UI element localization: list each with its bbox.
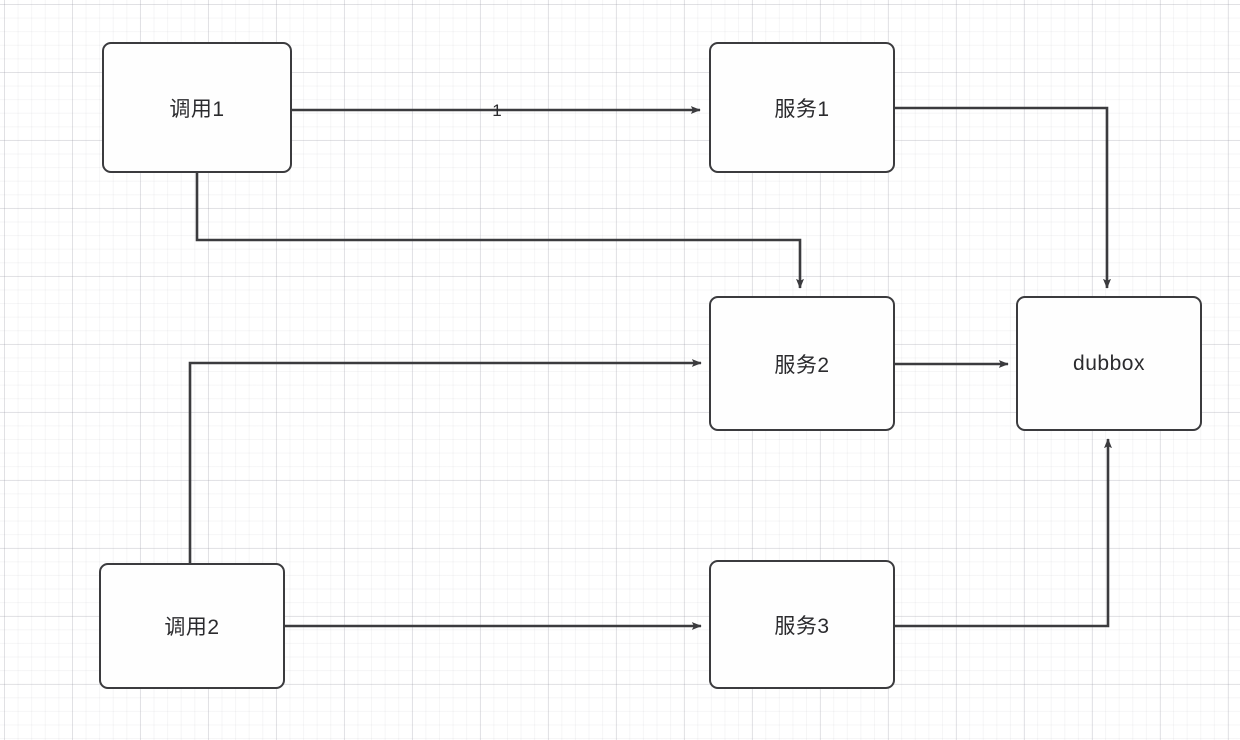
node-caller1[interactable]: 调用1 bbox=[102, 42, 292, 173]
edge-caller1-to-service2 bbox=[195, 173, 804, 289]
node-service1[interactable]: 服务1 bbox=[709, 42, 895, 173]
node-dubbox-label: dubbox bbox=[1073, 351, 1145, 375]
edge-label-caller1-to-service1: 1 bbox=[492, 101, 502, 120]
node-caller1-label: 调用1 bbox=[169, 97, 225, 121]
node-service2[interactable]: 服务2 bbox=[709, 296, 895, 431]
node-caller2-label: 调用2 bbox=[164, 616, 220, 639]
node-service3-label: 服务3 bbox=[774, 614, 830, 638]
node-dubbox[interactable]: dubbox bbox=[1016, 296, 1202, 431]
node-service1-label: 服务1 bbox=[774, 97, 830, 121]
node-service3[interactable]: 服务3 bbox=[709, 560, 895, 689]
edge-caller2-to-service2 bbox=[188, 359, 702, 563]
edge-service1-to-dubbox bbox=[895, 106, 1111, 289]
node-caller2[interactable]: 调用2 bbox=[99, 563, 285, 689]
node-service2-label: 服务2 bbox=[774, 353, 830, 377]
edge-service3-to-dubbox bbox=[895, 438, 1112, 628]
